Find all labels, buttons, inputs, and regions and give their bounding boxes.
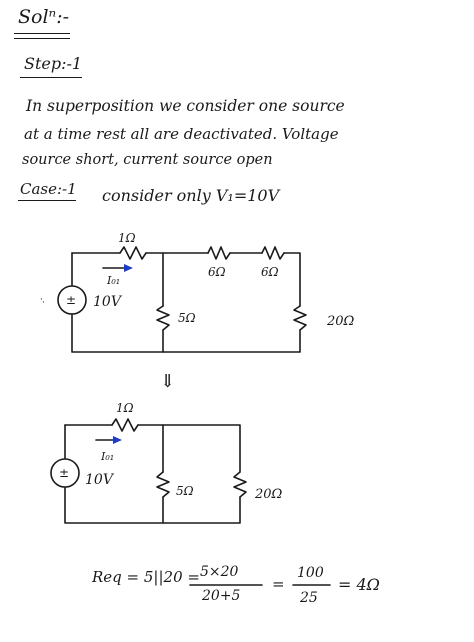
c1-voltage-source [57,285,87,315]
c2-resistor-5 [156,471,170,498]
c1-label-r-mid1: 6Ω [208,265,226,279]
c2-series-resistor [111,418,139,432]
c1-resistor-20 [293,305,307,331]
case-label: Case:-1 [20,180,77,198]
equation-lhs: Req = 5||20 = [91,568,200,586]
c2-label-source-sign: ± [59,466,69,480]
c2-label-current: I₀₁ [100,450,114,463]
solution-underline-2 [14,38,70,39]
circuit-1: · · [40,246,307,353]
c1-resistor-6b [261,246,285,260]
c2-label-r-shunt2: 20Ω [254,487,283,502]
equation-denominator-1: 20+5 [201,588,241,604]
equation-numerator-2: 100 [297,565,324,581]
case-text: consider only V₁=10V [102,186,280,205]
equation-numerator-1: 5×20 [200,564,239,580]
solution-underline [14,33,70,34]
c1-label-source-sign: ± [66,293,76,307]
svg-text:·: · [42,298,45,308]
intro-line-1: In superposition we consider one source [26,97,345,115]
equation-equals: = [272,575,285,593]
svg-text:·: · [40,295,43,305]
c1-label-r-series: 1Ω [118,231,136,245]
c2-current-arrow [113,436,122,444]
case-underline [18,200,76,201]
intro-line-3: source short, current source open [22,152,273,168]
c2-label-source: 10V [85,472,115,488]
step-heading: Step:-1 [24,54,83,73]
c1-label-r-mid2: 6Ω [261,265,279,279]
c1-current-arrow [124,264,133,272]
transform-arrow: ⇓ [160,371,175,392]
step-underline [20,77,82,78]
c1-label-source: 10V [93,294,123,310]
solution-heading: Solⁿ:- [18,6,70,28]
c2-label-r-series: 1Ω [116,401,134,415]
c1-resistor-5 [156,305,170,331]
c2-label-r-shunt1: 5Ω [176,484,194,498]
c1-series-resistor [119,246,147,260]
equation-denominator-2: 25 [299,590,318,606]
equation-result: = 4Ω [338,575,380,594]
c1-label-r-shunt: 5Ω [178,311,196,325]
c1-resistor-6a [207,246,231,260]
c2-voltage-source [50,458,80,488]
circuit-2 [50,418,247,524]
c1-label-r-right: 20Ω [326,314,355,329]
c2-resistor-20 [233,471,247,498]
intro-line-2: at a time rest all are deactivated. Volt… [24,125,339,143]
c1-label-current: I₀₁ [106,274,120,287]
